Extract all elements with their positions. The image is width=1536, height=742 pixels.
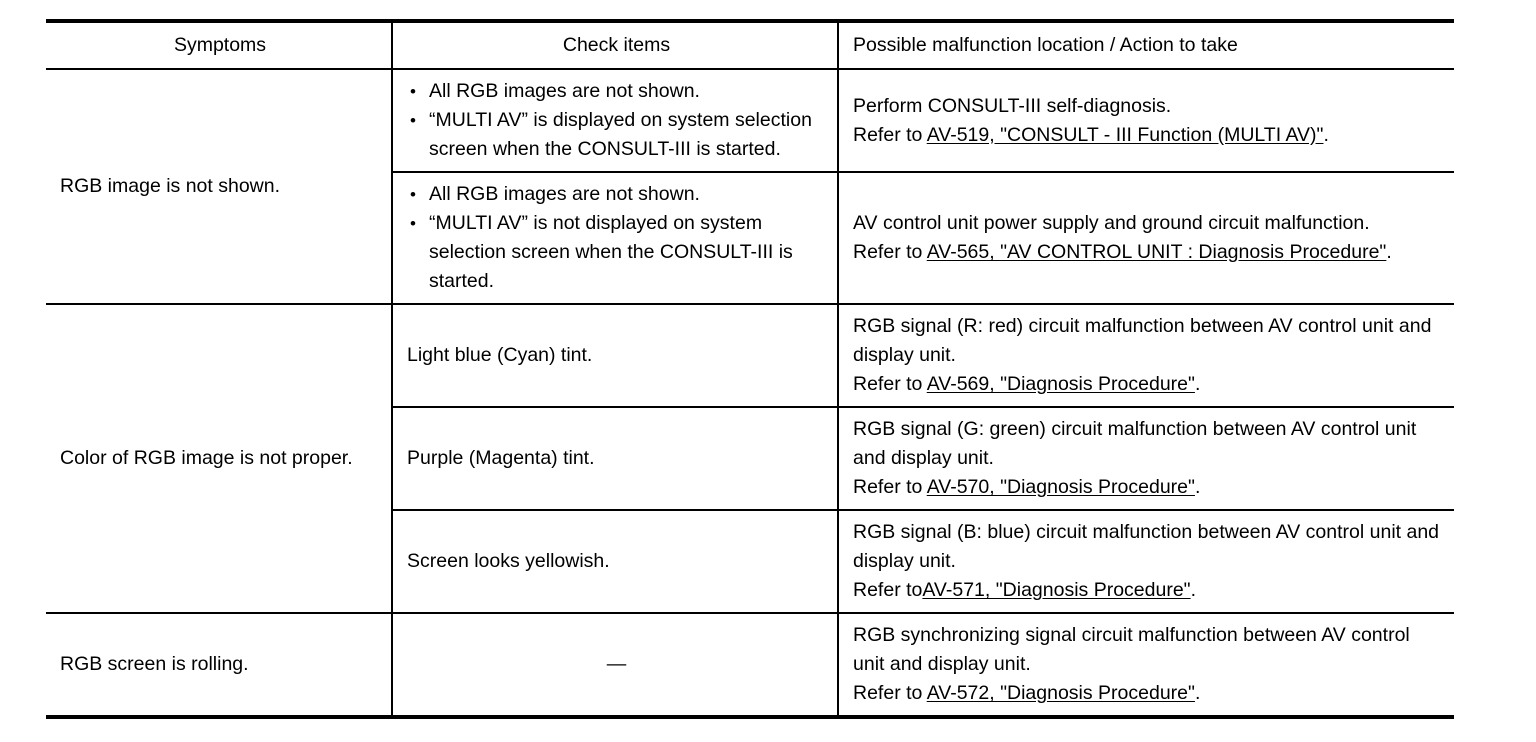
table-row: All RGB images are not shown. “MULTI AV”…: [46, 172, 1454, 305]
table-row: Purple (Magenta) tint. RGB signal (G: gr…: [46, 407, 1454, 511]
header-check-items: Check items: [391, 19, 838, 70]
refer-line: Refer to AV-569, "Diagnosis Procedure".: [853, 370, 1443, 399]
refer-prefix: Refer to: [853, 579, 923, 601]
check-items-cell: All RGB images are not shown. “MULTI AV”…: [391, 69, 838, 173]
check-item-list: All RGB images are not shown. “MULTI AV”…: [407, 180, 826, 296]
refer-prefix: Refer to: [853, 123, 927, 146]
check-items-cell: Light blue (Cyan) tint.: [391, 304, 838, 408]
refer-line: Refer to AV-570, "Diagnosis Procedure".: [853, 473, 1443, 502]
check-items-cell: Screen looks yellowish.: [391, 510, 838, 614]
action-line: AV control unit power supply and ground …: [853, 212, 1370, 234]
check-items-cell: All RGB images are not shown. “MULTI AV”…: [391, 172, 838, 305]
reference-link[interactable]: AV-519, "CONSULT - III Function (MULTI A…: [926, 123, 1324, 146]
refer-prefix: Refer to: [853, 373, 927, 395]
action-cell: AV control unit power supply and ground …: [837, 172, 1454, 305]
refer-prefix: Refer to: [853, 476, 927, 498]
action-cell: RGB synchronizing signal circuit malfunc…: [837, 613, 1454, 719]
action-line: RGB signal (B: blue) circuit malfunction…: [853, 521, 1440, 572]
header-symptoms: Symptoms: [46, 19, 392, 70]
refer-suffix: .: [1190, 579, 1197, 601]
action-line: RGB signal (R: red) circuit malfunction …: [853, 315, 1432, 366]
list-item: “MULTI AV” is displayed on system select…: [407, 106, 826, 164]
symptom-table-wrapper: Symptoms Check items Possible malfunctio…: [46, 19, 1454, 719]
refer-prefix: Refer to: [853, 241, 927, 263]
header-action: Possible malfunction location / Action t…: [837, 19, 1454, 70]
refer-line: Refer toAV-571, "Diagnosis Procedure".: [853, 576, 1443, 605]
refer-suffix: .: [1194, 682, 1201, 704]
reference-link[interactable]: AV-569, "Diagnosis Procedure": [926, 373, 1195, 395]
reference-link[interactable]: AV-571, "Diagnosis Procedure": [922, 579, 1191, 601]
refer-suffix: .: [1386, 241, 1392, 263]
refer-line: Refer to AV-565, "AV CONTROL UNIT : Diag…: [853, 238, 1443, 267]
symptom-cell: RGB screen is rolling.: [46, 613, 392, 719]
check-items-cell: Purple (Magenta) tint.: [391, 407, 838, 511]
table-row: Screen looks yellowish. RGB signal (B: b…: [46, 510, 1454, 614]
action-line: Perform CONSULT-III self-diagnosis.: [853, 94, 1172, 117]
refer-prefix: Refer to: [853, 682, 927, 704]
action-cell: RGB signal (G: green) circuit malfunctio…: [837, 407, 1454, 511]
refer-line: Refer to AV-572, "Diagnosis Procedure".: [853, 679, 1443, 708]
list-item: All RGB images are not shown.: [407, 77, 826, 106]
check-items-cell: —: [391, 613, 838, 719]
action-cell: RGB signal (R: red) circuit malfunction …: [837, 304, 1454, 408]
list-item: “MULTI AV” is not displayed on system se…: [407, 209, 826, 296]
refer-line: Refer to AV-519, "CONSULT - III Function…: [853, 121, 1443, 150]
action-line: RGB synchronizing signal circuit malfunc…: [853, 624, 1410, 675]
check-item-list: All RGB images are not shown. “MULTI AV”…: [407, 77, 826, 164]
reference-link[interactable]: AV-570, "Diagnosis Procedure": [926, 476, 1195, 498]
refer-suffix: .: [1194, 476, 1201, 498]
reference-link[interactable]: AV-565, "AV CONTROL UNIT : Diagnosis Pro…: [926, 241, 1387, 263]
action-line: RGB signal (G: green) circuit malfunctio…: [853, 418, 1417, 469]
refer-suffix: .: [1194, 373, 1201, 395]
symptom-cell: RGB image is not shown.: [46, 69, 392, 305]
symptom-cell: Color of RGB image is not proper.: [46, 304, 392, 614]
action-cell: Perform CONSULT-III self-diagnosis. Refe…: [837, 69, 1454, 173]
symptom-diagnosis-table: Symptoms Check items Possible malfunctio…: [46, 19, 1454, 719]
table-row: RGB screen is rolling. — RGB synchronizi…: [46, 613, 1454, 719]
table-row: RGB image is not shown. All RGB images a…: [46, 69, 1454, 305]
reference-link[interactable]: AV-572, "Diagnosis Procedure": [926, 682, 1195, 704]
table-header-row: Symptoms Check items Possible malfunctio…: [46, 19, 1454, 70]
action-cell: RGB signal (B: blue) circuit malfunction…: [837, 510, 1454, 614]
list-item: All RGB images are not shown.: [407, 180, 826, 209]
table-row: Color of RGB image is not proper. Light …: [46, 304, 1454, 614]
refer-suffix: .: [1323, 123, 1329, 146]
